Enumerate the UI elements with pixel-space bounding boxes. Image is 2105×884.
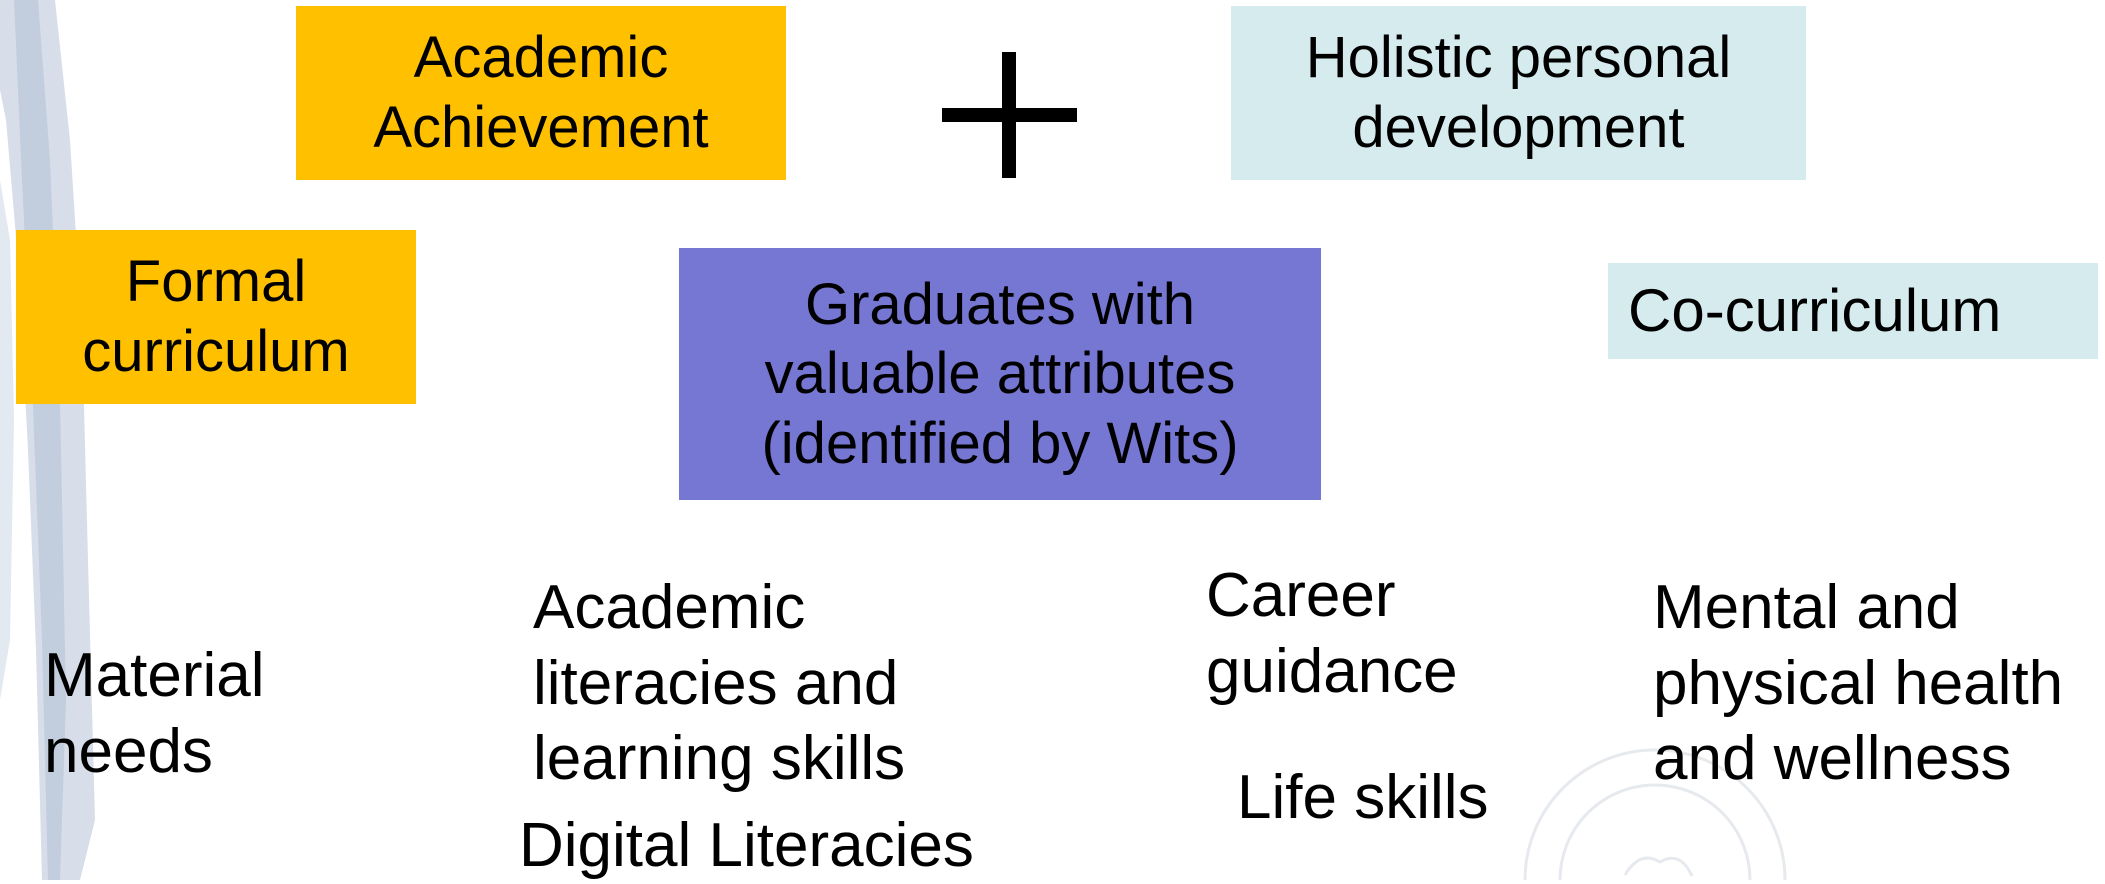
material-needs-text: Material needs [44,641,265,786]
plus-icon [942,52,1077,178]
formal-curriculum-label: Formal curriculum [82,249,350,384]
life-skills-text: Life skills [1237,763,1489,832]
career-guidance-text: Career guidance [1206,561,1458,706]
co-curriculum-label: Co-curriculum [1628,277,2002,344]
holistic-development-label: Holistic personal development [1305,25,1732,160]
graduates-box: Graduates with valuable attributes (iden… [679,248,1321,500]
academic-literacies-text: Academic literacies and learning skills [533,573,906,794]
digital-literacies-text: Digital Literacies [519,811,974,880]
academic-achievement-label: Academic Achievement [373,25,709,160]
formal-curriculum-box: Formal curriculum [16,230,416,404]
academic-achievement-box: Academic Achievement [296,6,786,180]
left-streak-edge [0,180,14,700]
co-curriculum-box: Co-curriculum [1608,263,2098,359]
holistic-development-box: Holistic personal development [1231,6,1806,180]
graduates-label: Graduates with valuable attributes (iden… [761,271,1239,476]
mental-health-text: Mental and physical health and wellness [1653,573,2064,794]
